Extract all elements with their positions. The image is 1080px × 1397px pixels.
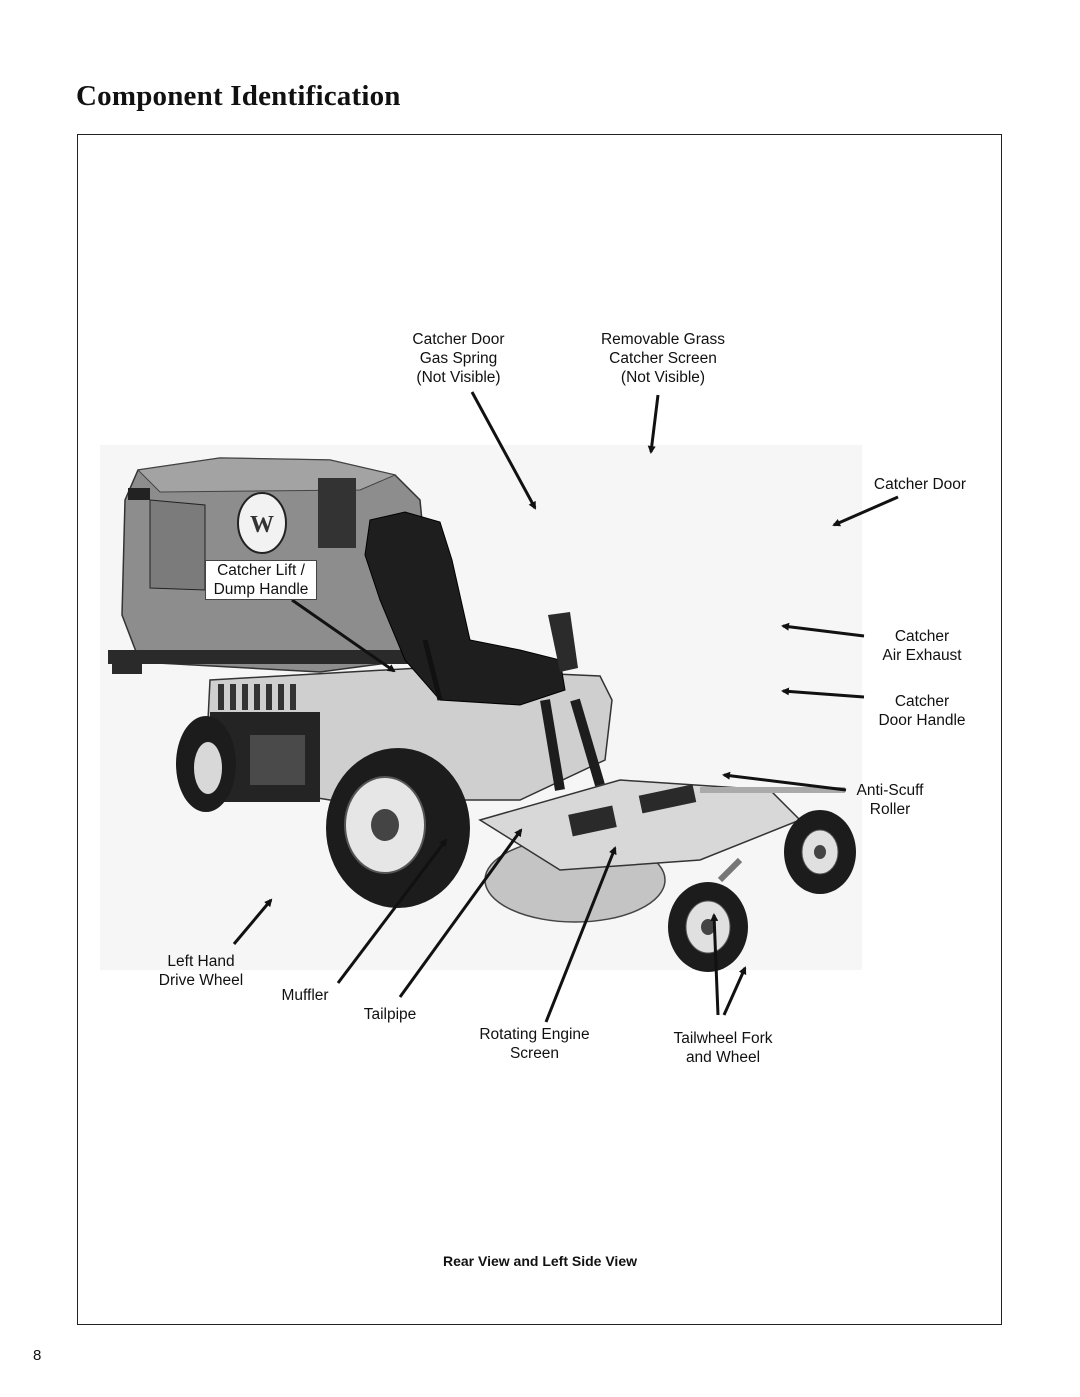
tail-wheel-front	[668, 857, 748, 972]
arrow-dump-handle	[291, 598, 396, 673]
arrow-muffler	[336, 838, 448, 984]
control-lever-right	[570, 698, 605, 787]
page-title: Component Identification	[76, 80, 401, 112]
label-catcher-door-gas-spring: Catcher Door Gas Spring (Not Visible)	[412, 331, 505, 386]
label-anti-scuff-roller: Anti-Scuff Roller	[856, 782, 924, 818]
label-left-hand-drive-wheel: Left Hand Drive Wheel	[158, 953, 244, 989]
arrow-tailwheel-1	[710, 913, 720, 1016]
label-catcher-door-handle: Catcher Door Handle	[878, 693, 966, 729]
grass-catcher: W	[108, 457, 431, 674]
arrow-tailpipe	[398, 828, 523, 998]
brand-logo-badge	[237, 492, 287, 554]
tail-wheel-rear	[784, 810, 856, 894]
arrow-removable-screen	[647, 394, 660, 454]
label-catcher-lift-dump-handle: Catcher Lift / Dump Handle	[205, 560, 317, 600]
arrow-catcher-door-gas-spring	[470, 391, 537, 510]
label-catcher-air-exhaust: Catcher Air Exhaust	[882, 628, 962, 664]
svg-text:W: W	[250, 512, 274, 538]
mower-deck	[478, 779, 845, 923]
callout-arrows	[232, 391, 899, 1023]
label-rotating-engine-screen: Rotating Engine Screen	[479, 1026, 590, 1062]
label-removable-grass-catcher-screen: Removable Grass Catcher Screen (Not Visi…	[600, 331, 726, 386]
label-tailpipe: Tailpipe	[363, 1006, 417, 1023]
label-tailwheel-fork-and-wheel: Tailwheel Fork and Wheel	[673, 1030, 773, 1066]
right-drive-wheel	[176, 716, 236, 812]
operator-seat	[364, 511, 578, 706]
label-catcher-door: Catcher Door	[873, 476, 967, 493]
figure-frame	[77, 134, 1002, 1325]
arrow-tailwheel-2	[722, 966, 747, 1016]
label-muffler: Muffler	[281, 987, 329, 1004]
arrow-anti-scuff-roller	[722, 771, 847, 792]
arrow-catcher-door	[832, 495, 899, 527]
arrow-door-handle	[781, 687, 865, 699]
control-lever	[540, 699, 565, 791]
figure-caption: Rear View and Left Side View	[443, 1253, 637, 1269]
arrow-air-exhaust	[781, 622, 865, 638]
left-drive-wheel	[326, 748, 470, 908]
page-number: 8	[33, 1347, 42, 1364]
arrow-engine-screen	[544, 846, 617, 1023]
arrow-drive-wheel	[232, 898, 273, 945]
